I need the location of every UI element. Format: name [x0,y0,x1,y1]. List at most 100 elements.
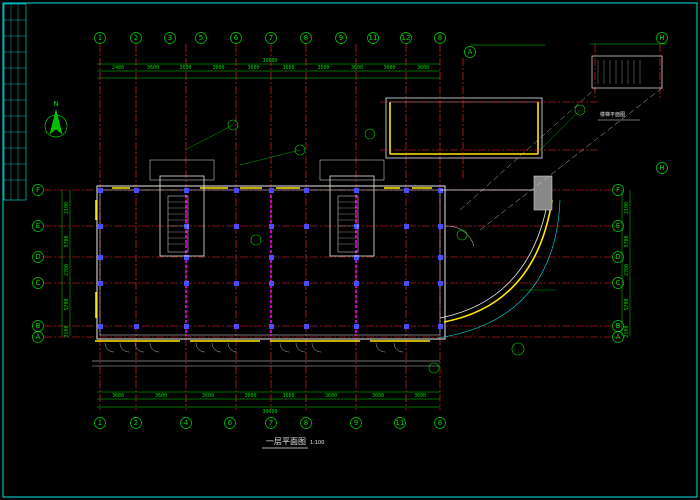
axis-top-5-bubble [265,32,277,44]
axis-left-5-label: A [36,333,41,341]
structural-beams [185,190,357,336]
axis-bottom-4-bubble [265,417,277,429]
axis-top-3-label: 5 [199,34,203,42]
dim-right-4: 2100 [624,325,630,337]
dim-left-1: 5700 [64,235,70,247]
dim-bottom-4: 3600 [282,393,294,399]
dim-left-0: 2100 [64,202,70,214]
axis-top-5-label: 7 [269,34,273,42]
axis-bottom-0-label: 1 [98,419,102,427]
axis-top-6-bubble [300,32,312,44]
axis-bottom-3-bubble [224,417,236,429]
dim-left-2: 2700 [64,264,70,276]
axis-top-8-bubble [367,32,379,44]
axis-bottom-8-bubble [434,417,446,429]
axis-top-6-label: 8 [304,34,308,42]
dim-bottom-2: 3600 [202,393,214,399]
top-dimension-lines [97,63,440,79]
structural-columns [98,188,443,329]
axis-right-4-label: B [616,322,621,330]
axis-top-9-label: 12 [402,34,411,42]
axis-right-1-bubble [612,220,624,232]
axis-right-5-bubble [612,331,624,343]
dim-top-5: 3600 [282,65,294,71]
axis-bottom-7-bubble [394,417,406,429]
axis-right-3-label: C [616,279,621,287]
dim-top-2: 3600 [179,65,191,71]
callout-markers [184,104,586,374]
stair-detail: 楼梯平面图 [459,43,666,231]
axis-left-3-label: C [36,279,41,287]
axis-bottom-0-bubble [94,417,106,429]
axis-left-0-label: F [36,186,40,194]
axis-top-7-bubble [335,32,347,44]
axis-top-9-bubble [400,32,412,44]
axis-left-2-label: D [35,253,40,261]
plan-scale: 1:100 [310,440,324,446]
dim-top-8: 3600 [383,65,395,71]
dim-bottom-6: 3600 [372,393,384,399]
axis-left-2-bubble [32,251,44,263]
dim-left-4: 2100 [64,325,70,337]
dim-top-9: 3600 [417,65,429,71]
dim-top-1: 3600 [147,65,159,71]
axis-grid [44,44,620,410]
title-block-lines [4,4,26,200]
axis-right-3-bubble [612,277,624,289]
axis-right-2-bubble [612,251,624,263]
axis-bottom-8-label: 8 [438,419,442,427]
axis-top-3-bubble [195,32,207,44]
axis-top-right-0-bubble [656,32,668,44]
axis-bottom-2-bubble [180,417,192,429]
axis-left-0-bubble [32,184,44,196]
axis-left-1-label: E [36,222,40,230]
axis-top-2-bubble [164,32,176,44]
dim-bottom-1: 3600 [155,393,167,399]
north-label: N [53,100,58,108]
axis-right-circle-0-label: H [659,164,664,172]
bottom-dimension-lines [97,391,440,408]
dim-top-total: 39600 [262,58,277,64]
axis-top-10-bubble [434,32,446,44]
axis-top-0-label: 1 [98,34,102,42]
axis-right-2-label: D [615,253,620,261]
axis-bottom-6-label: 9 [354,419,358,427]
north-arrow-icon: N [44,100,68,138]
axis-right-5-label: A [616,333,621,341]
plan-title: 一层平面图 [266,437,306,446]
axis-right-1-label: E [616,222,620,230]
building-walls [92,185,446,367]
axis-bottom-3-label: 6 [228,419,233,427]
axis-bottom-1-label: 2 [134,419,138,427]
dim-bottom-7: 3600 [414,393,426,399]
dim-top-7: 3600 [351,65,363,71]
axis-extra-0-label: A [468,48,473,56]
axis-right-0-label: F [616,186,620,194]
dim-top-6: 3600 [317,65,329,71]
dim-bottom-total: 39600 [262,409,277,415]
axis-bottom-2-label: 4 [184,419,189,427]
axis-left-3-bubble [32,277,44,289]
axis-extra-0-bubble [464,46,476,58]
dim-bottom-5: 3600 [325,393,337,399]
axis-bottom-5-label: 8 [304,419,308,427]
dim-bottom-3: 3600 [244,393,256,399]
dim-right-0: 2100 [624,202,630,214]
axis-bottom-1-bubble [130,417,142,429]
dim-top-3: 3600 [212,65,224,71]
side-dimension-lines [61,190,631,336]
axis-top-10-label: 8 [438,34,442,42]
stair-section-title: 楼梯平面图 [600,111,625,118]
upper-annex [380,44,600,180]
axis-right-circle-0-bubble [656,162,668,174]
axis-left-1-bubble [32,220,44,232]
axis-top-8-label: 11 [369,34,378,42]
axis-top-right-0-label: H [659,34,664,42]
axis-top-2-label: 3 [168,34,172,42]
dim-bottom-0: 3600 [112,393,124,399]
dim-top-0: 2400 [112,65,124,71]
axis-bottom-5-bubble [300,417,312,429]
